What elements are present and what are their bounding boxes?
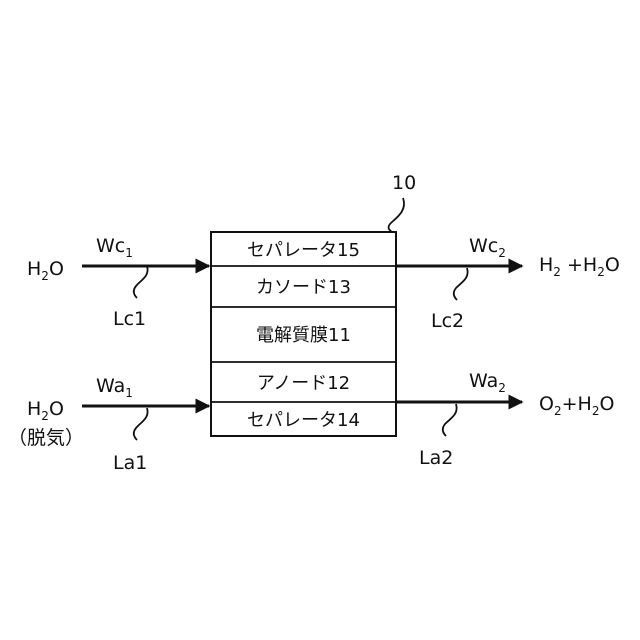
layer-separator-15: セパレータ15 (247, 240, 360, 261)
wa2-label: Wa2 (469, 370, 506, 395)
layer-anode-12: アノード12 (257, 373, 350, 394)
lc2-leader (454, 268, 468, 300)
wc2-label: Wc2 (469, 235, 506, 260)
device-ref-leader (389, 198, 405, 232)
cell-stack: セパレータ15 カソード13 電解質膜11 アノード12 セパレータ14 (211, 232, 396, 436)
device-ref-label: 10 (392, 172, 416, 194)
lc1-label: Lc1 (113, 308, 146, 330)
lc1-leader (134, 266, 148, 298)
la2-label: La2 (419, 447, 453, 469)
lc2-label: Lc2 (431, 310, 464, 332)
anode-outlet-label: O2+H2O (539, 393, 614, 418)
layer-electrolyte-membrane-11: 電解質膜11 (256, 325, 351, 346)
degassed-note: （脱気） (8, 427, 84, 449)
layer-cathode-13: カソード13 (256, 277, 351, 298)
anode-inlet-label: H2O (27, 398, 64, 423)
la2-leader (443, 404, 457, 436)
layer-separator-14: セパレータ14 (247, 410, 360, 431)
wa1-label: Wa1 (96, 375, 133, 400)
la1-label: La1 (113, 452, 147, 474)
cathode-inlet-label: H2O (27, 258, 64, 283)
la1-leader (134, 408, 148, 440)
cathode-outlet-label: H2 +H2O (539, 254, 620, 279)
wc1-label: Wc1 (96, 235, 133, 260)
